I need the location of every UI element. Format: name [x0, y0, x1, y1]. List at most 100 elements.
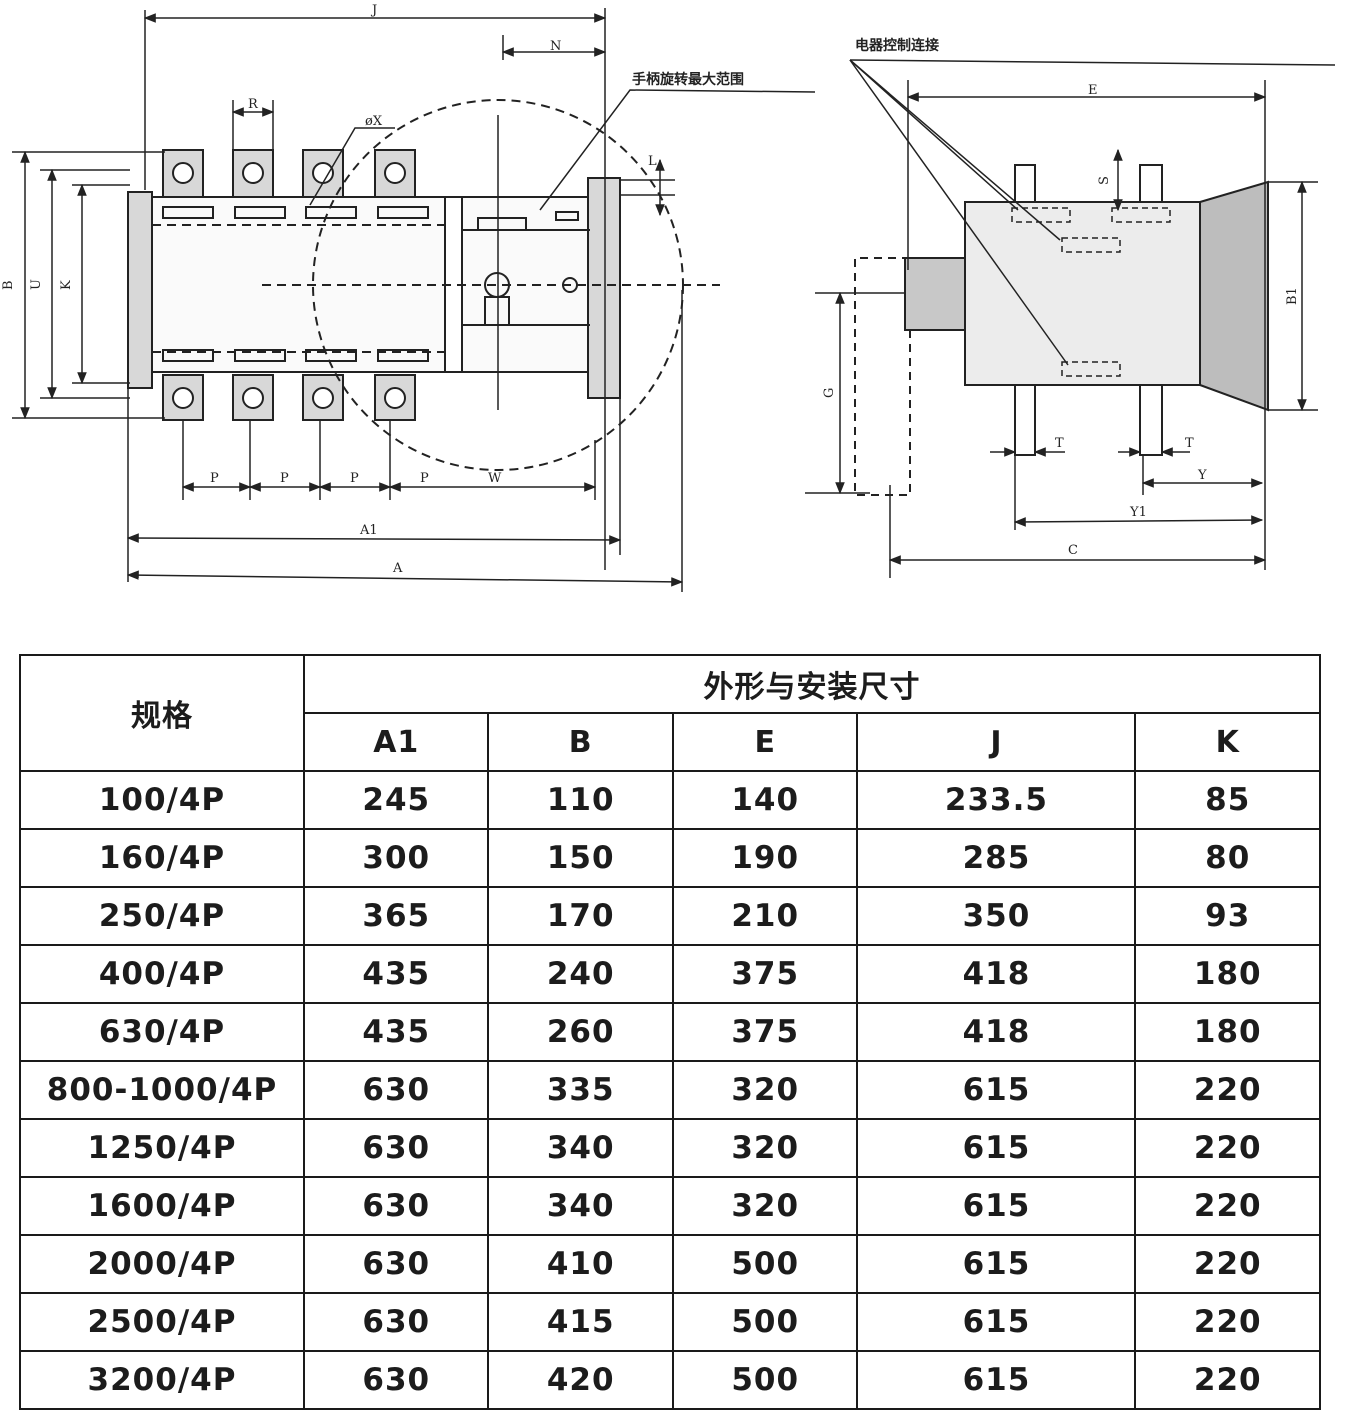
value-cell-a1: 435 [302, 1002, 490, 1062]
value-cell-a1: 630 [302, 1234, 490, 1294]
value-cell-j: 615 [856, 1176, 1137, 1236]
value-cell-k: 220 [1134, 1234, 1321, 1294]
value-cell-b: 110 [487, 770, 674, 830]
spec-cell: 2000/4P [19, 1234, 305, 1294]
spec-cell: 630/4P [19, 1002, 305, 1062]
dimension-drawing: J N R øX B U K L P P P P W A1 A 手柄旋转最大范围 [1, 3, 1336, 592]
label-a: A [392, 561, 403, 576]
value-cell-b: 335 [487, 1060, 674, 1120]
value-cell-e: 210 [671, 886, 859, 946]
label-p: P [210, 471, 219, 486]
col-header-a1: A1 [302, 712, 490, 772]
value-cell-k: 80 [1134, 828, 1321, 888]
label-e: E [1088, 83, 1098, 98]
value-cell-j: 615 [856, 1350, 1137, 1410]
label-b1: B1 [1285, 287, 1300, 305]
spec-header: 规格 [19, 654, 305, 772]
value-cell-e: 320 [671, 1118, 859, 1178]
front-view [12, 8, 816, 592]
value-cell-k: 180 [1134, 944, 1321, 1004]
value-cell-a1: 245 [302, 770, 490, 830]
value-cell-j: 615 [856, 1292, 1137, 1352]
value-cell-b: 240 [487, 944, 674, 1004]
col-header-j: J [856, 712, 1137, 772]
label-y: Y [1197, 468, 1207, 483]
table-header-row: 规格 外形与安装尺寸 [19, 654, 1321, 772]
value-cell-k: 220 [1134, 1176, 1321, 1236]
spec-cell: 250/4P [19, 886, 305, 946]
value-cell-k: 85 [1134, 770, 1321, 830]
value-cell-b: 340 [487, 1118, 674, 1178]
group-header: 外形与安装尺寸 [303, 654, 1321, 714]
value-cell-k: 180 [1134, 1002, 1321, 1062]
value-cell-b: 150 [487, 828, 674, 888]
value-cell-a1: 630 [302, 1292, 490, 1352]
spec-cell: 400/4P [19, 944, 305, 1004]
handle-rotation-note: 手柄旋转最大范围 [632, 71, 744, 88]
label-p: P [350, 471, 359, 486]
value-cell-j: 418 [856, 944, 1137, 1004]
label-b: B [1, 280, 16, 290]
value-cell-e: 375 [671, 1002, 859, 1062]
label-p: P [280, 471, 289, 486]
spec-cell: 1250/4P [19, 1118, 305, 1178]
col-header-e: E [671, 712, 859, 772]
label-k: K [59, 280, 74, 290]
spec-cell: 800-1000/4P [19, 1060, 305, 1120]
value-cell-k: 220 [1134, 1060, 1321, 1120]
value-cell-a1: 630 [302, 1176, 490, 1236]
value-cell-a1: 630 [302, 1060, 490, 1120]
value-cell-e: 140 [671, 770, 859, 830]
spec-cell: 160/4P [19, 828, 305, 888]
label-p: P [420, 471, 429, 486]
front-view-labels: J N R øX B U K L P P P P W A1 A 手柄旋转最大范围 [1, 3, 744, 576]
spec-cell: 3200/4P [19, 1350, 305, 1410]
value-cell-b: 260 [487, 1002, 674, 1062]
label-n: N [550, 39, 561, 54]
value-cell-e: 375 [671, 944, 859, 1004]
value-cell-k: 220 [1134, 1118, 1321, 1178]
value-cell-j: 350 [856, 886, 1137, 946]
label-r: R [248, 97, 259, 112]
value-cell-b: 340 [487, 1176, 674, 1236]
label-y1: Y1 [1129, 505, 1147, 520]
value-cell-b: 415 [487, 1292, 674, 1352]
value-cell-a1: 630 [302, 1118, 490, 1178]
value-cell-a1: 365 [302, 886, 490, 946]
value-cell-k: 220 [1134, 1292, 1321, 1352]
value-cell-j: 418 [856, 1002, 1137, 1062]
label-x: øX [365, 114, 383, 129]
value-cell-a1: 630 [302, 1350, 490, 1410]
label-j: J [370, 3, 377, 18]
value-cell-e: 500 [671, 1350, 859, 1410]
spec-cell: 100/4P [19, 770, 305, 830]
label-t: T [1185, 436, 1194, 451]
value-cell-b: 170 [487, 886, 674, 946]
value-cell-a1: 435 [302, 944, 490, 1004]
label-u: U [29, 279, 44, 290]
value-cell-j: 615 [856, 1118, 1137, 1178]
value-cell-k: 93 [1134, 886, 1321, 946]
side-view [805, 59, 1336, 578]
value-cell-b: 410 [487, 1234, 674, 1294]
value-cell-e: 190 [671, 828, 859, 888]
value-cell-e: 320 [671, 1060, 859, 1120]
label-c: C [1068, 543, 1078, 558]
value-cell-b: 420 [487, 1350, 674, 1410]
value-cell-k: 220 [1134, 1350, 1321, 1410]
label-s: S [1097, 176, 1112, 185]
value-cell-e: 320 [671, 1176, 859, 1236]
value-cell-e: 500 [671, 1234, 859, 1294]
value-cell-j: 285 [856, 828, 1137, 888]
column-header-row: A1 B E J K [20, 712, 1321, 772]
